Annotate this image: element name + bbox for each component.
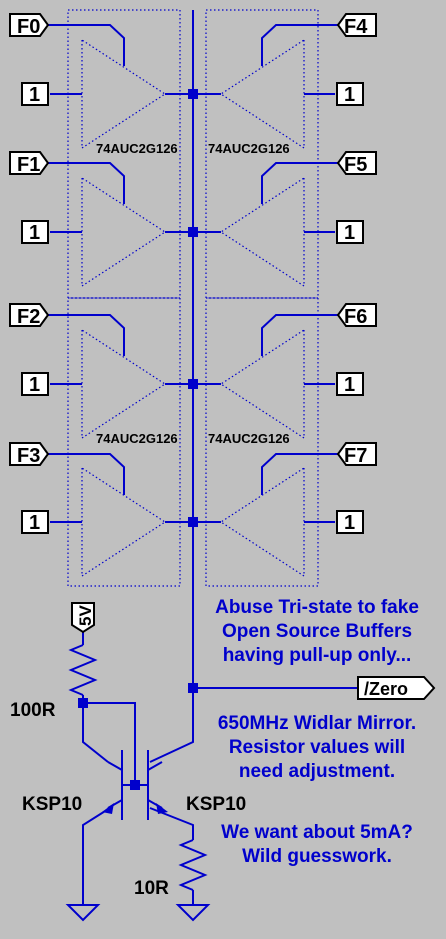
buffer-f6 (219, 328, 305, 440)
comment-block-2: 650MHz Widlar Mirror. Resistor values wi… (218, 713, 416, 782)
transistor-left-label: KSP10 (22, 794, 82, 815)
flag-f2: F2 (9, 303, 50, 328)
supply-flag: 5V (71, 602, 95, 634)
enable-label-l2: 1 (29, 374, 40, 396)
flag-f3-label: F3 (17, 445, 40, 467)
output-label: /Zero (364, 679, 408, 699)
flag-f2-label: F2 (17, 306, 40, 328)
note-line-4: 650MHz Widlar Mirror. (218, 713, 416, 734)
transistor-q1 (102, 750, 123, 820)
part-labels: 74AUC2G126 74AUC2G126 74AUC2G126 74AUC2G… (96, 141, 290, 446)
flag-f3: F3 (9, 442, 50, 467)
ic-outlines (67, 9, 319, 587)
part-label-1: 74AUC2G126 (96, 141, 178, 156)
buffer-f1 (81, 176, 167, 288)
enable-flags-left: 1 1 1 1 (21, 82, 49, 534)
flag-f5: F5 (336, 151, 377, 176)
note-line-7: We want about 5mA? (221, 822, 413, 843)
note-line-5: Resistor values will (229, 737, 405, 758)
enable-label-r2: 1 (344, 374, 355, 396)
ic-outline-bottom-right (205, 297, 319, 587)
enable-label-l3: 1 (29, 512, 40, 534)
flag-f1-label: F1 (17, 154, 40, 176)
enable-label-l1: 1 (29, 222, 40, 244)
enable-label-r0: 1 (344, 84, 355, 106)
note-line-3: having pull-up only... (223, 645, 412, 666)
resistor-top-label: 100R (10, 700, 56, 721)
note-line-8: Wild guesswork. (242, 846, 392, 867)
resistor-bottom-label: 10R (134, 878, 169, 899)
flag-f1: F1 (9, 151, 50, 176)
flag-f7: F7 (336, 442, 377, 467)
ic-outline-bottom-left (67, 297, 181, 587)
ground-left (65, 904, 101, 922)
flag-f5-label: F5 (344, 154, 367, 176)
flag-f0: F0 (9, 13, 50, 38)
transistor-right-label: KSP10 (186, 794, 246, 815)
buffer-f4 (219, 38, 305, 150)
part-label-3: 74AUC2G126 (96, 431, 178, 446)
junction-dots (78, 89, 198, 790)
note-line-2: Open Source Buffers (222, 621, 412, 642)
flag-f4-label: F4 (344, 16, 368, 38)
flag-f6: F6 (336, 303, 377, 328)
comment-block-3: We want about 5mA? Wild guesswork. (221, 822, 413, 867)
flag-f0-label: F0 (17, 16, 40, 38)
ground-right (175, 904, 211, 922)
comment-block-1: Abuse Tri-state to fake Open Source Buff… (215, 597, 419, 666)
buffer-f2 (81, 328, 167, 440)
note-line-6: need adjustment. (239, 761, 395, 782)
supply-label: 5V (76, 605, 95, 626)
part-label-4: 74AUC2G126 (208, 431, 290, 446)
flag-f7-label: F7 (344, 445, 367, 467)
ground-symbols (65, 904, 211, 922)
flag-f4: F4 (336, 13, 377, 38)
transistor-q2 (147, 750, 168, 820)
enable-label-r1: 1 (344, 222, 355, 244)
enable-label-r3: 1 (344, 512, 355, 534)
enable-flags-right: 1 1 1 1 (336, 82, 364, 534)
part-label-2: 74AUC2G126 (208, 141, 290, 156)
buffer-f0 (81, 38, 167, 150)
output-flag: /Zero (357, 676, 436, 700)
buffer-f5 (219, 176, 305, 288)
flag-f6-label: F6 (344, 306, 367, 328)
note-line-1: Abuse Tri-state to fake (215, 597, 419, 618)
enable-label-l0: 1 (29, 84, 40, 106)
